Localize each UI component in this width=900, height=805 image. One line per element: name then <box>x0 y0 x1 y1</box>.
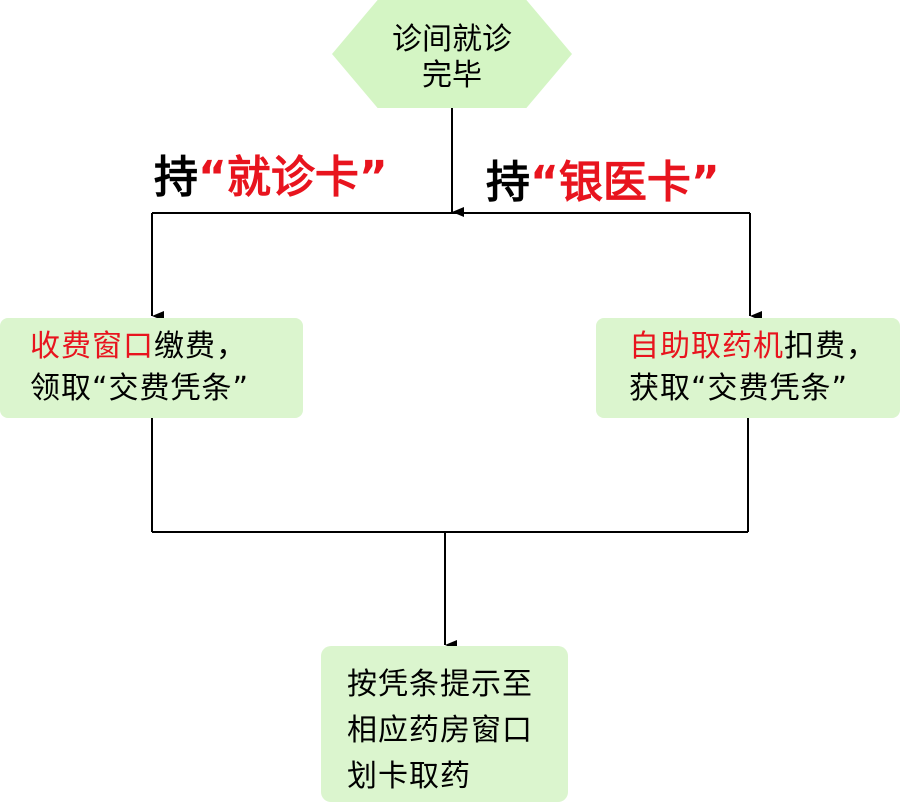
left-step-line-1: 收费窗口缴费， <box>30 326 303 368</box>
branch-right-card: “银医卡” <box>530 157 720 208</box>
branch-left-label: 持“就诊卡” <box>154 153 388 203</box>
branch-right-label: 持“银医卡” <box>486 158 720 208</box>
right-step-line-1: 自助取药机扣费， <box>629 326 900 368</box>
left-step-box: 收费窗口缴费， 领取“交费凭条” <box>0 318 303 418</box>
left-step-line-2: 领取“交费凭条” <box>30 371 250 406</box>
start-node <box>332 0 572 108</box>
right-step-highlight: 自助取药机 <box>629 329 784 364</box>
left-step-line-1-rest: 缴费， <box>154 329 247 364</box>
start-node-label: 诊间就诊 完毕 <box>332 22 572 94</box>
branch-left-card: “就诊卡” <box>198 152 388 203</box>
start-line-1: 诊间就诊 <box>392 22 512 57</box>
end-step-line-2: 相应药房窗口 <box>347 713 533 748</box>
start-line-2: 完毕 <box>422 58 482 93</box>
right-step-line-1-rest: 扣费， <box>784 329 877 364</box>
right-step-line-2: 获取“交费凭条” <box>629 371 849 406</box>
end-step-line-3: 划卡取药 <box>347 759 471 794</box>
end-step-box: 按凭条提示至 相应药房窗口 划卡取药 <box>321 646 568 802</box>
branch-right-prefix: 持 <box>486 157 530 208</box>
left-step-highlight: 收费窗口 <box>30 329 154 364</box>
branch-left-prefix: 持 <box>154 152 198 203</box>
end-step-line-1: 按凭条提示至 <box>347 667 533 702</box>
right-step-box: 自助取药机扣费， 获取“交费凭条” <box>596 318 900 418</box>
